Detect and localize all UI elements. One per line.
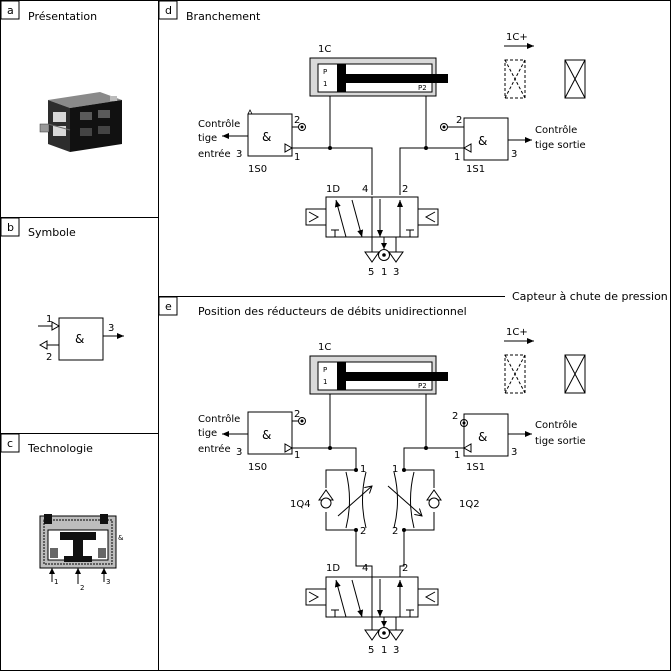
throttle-1q2: 1 2 1Q2 (387, 464, 480, 560)
svg-text:3: 3 (108, 323, 114, 334)
svg-text:3: 3 (393, 267, 399, 278)
svg-text:entrée: entrée (198, 148, 231, 160)
svg-text:3: 3 (236, 447, 242, 458)
panel-b-header: b Symbole (0, 217, 76, 239)
panel-a-header: a Présentation (0, 0, 97, 23)
svg-text:1: 1 (381, 267, 387, 278)
svg-text:entrée: entrée (198, 443, 231, 455)
panel-e-header: e Position des réducteurs de débits unid… (158, 296, 467, 318)
svg-text:1: 1 (54, 578, 58, 586)
svg-text:tige: tige (198, 428, 217, 439)
svg-text:e: e (165, 300, 172, 313)
svg-text:1: 1 (360, 464, 366, 475)
svg-text:5: 5 (368, 267, 374, 278)
svg-text:2: 2 (452, 411, 458, 422)
svg-text:&: & (262, 130, 271, 144)
sensor-1s0-label: 1S0 (248, 164, 267, 175)
cylinder-label-e: 1C (318, 342, 331, 353)
svg-text:3: 3 (511, 447, 517, 458)
sensor-1s1 (463, 117, 509, 161)
svg-text:&: & (478, 134, 487, 148)
svg-text:Contrôle: Contrôle (198, 118, 240, 130)
sensor-1s1-label-e: 1S1 (466, 462, 485, 473)
svg-text:1C+: 1C+ (506, 32, 528, 43)
valve-label-e: 1D (326, 563, 340, 574)
product-photo (39, 92, 122, 152)
svg-text:2: 2 (46, 352, 52, 363)
svg-text:3: 3 (236, 149, 242, 160)
svg-text:1: 1 (454, 450, 460, 461)
and-symbol: & 1 2 3 (38, 314, 124, 363)
svg-text:&: & (118, 534, 124, 542)
throttle-1q2-label: 1Q2 (459, 499, 480, 510)
svg-text:b: b (7, 221, 14, 234)
cylinder-label: 1C (318, 44, 331, 55)
svg-text:d: d (165, 4, 172, 17)
svg-text:1: 1 (454, 152, 460, 163)
svg-text:2: 2 (402, 184, 408, 195)
svg-text:1: 1 (392, 464, 398, 475)
panel-a-title: Présentation (28, 10, 97, 23)
panel-b-title: Symbole (28, 226, 76, 239)
sensor-1s1-label: 1S1 (466, 164, 485, 175)
svg-text:tige: tige (198, 133, 217, 144)
svg-text:1: 1 (323, 80, 327, 88)
svg-text:5: 5 (368, 645, 374, 656)
svg-text:1C+: 1C+ (506, 327, 528, 338)
technology-section: & 1 2 3 (39, 514, 124, 592)
svg-text:2: 2 (360, 526, 366, 537)
sensor-1s0-label-e: 1S0 (248, 462, 267, 473)
svg-text:1: 1 (323, 378, 327, 386)
svg-text:3: 3 (393, 645, 399, 656)
panel-d-header: d Branchement (158, 0, 261, 23)
svg-text:3: 3 (106, 578, 110, 586)
svg-text:4: 4 (362, 563, 368, 574)
svg-text:&: & (478, 430, 487, 444)
svg-text:&: & (75, 332, 84, 346)
svg-text:Contrôle: Contrôle (535, 124, 577, 136)
svg-text:tige sortie: tige sortie (535, 140, 586, 151)
svg-text:1: 1 (381, 645, 387, 656)
panel-c-header: c Technologie (0, 433, 93, 455)
circuit-d: 1C P 1 P2 1C+ & 2 1 3 Cont (198, 32, 586, 278)
svg-text:1: 1 (46, 314, 52, 325)
svg-text:2: 2 (402, 563, 408, 574)
svg-text:&: & (262, 428, 271, 442)
panel-d-title: Branchement (186, 10, 261, 23)
svg-text:2: 2 (294, 409, 300, 420)
circuit-e: 1C P 1 P2 1C+ & 2 1 3 Contrôle (198, 327, 586, 656)
svg-text:P: P (323, 68, 327, 76)
svg-text:P2: P2 (418, 382, 427, 390)
throttle-1q4-label: 1Q4 (290, 499, 311, 510)
svg-text:1: 1 (294, 152, 300, 163)
panel-e-title: Position des réducteurs de débits unidir… (198, 305, 467, 318)
callout-label: Capteur à chute de pression (512, 290, 668, 303)
svg-text:2: 2 (392, 526, 398, 537)
svg-text:Contrôle: Contrôle (535, 419, 577, 431)
svg-text:2: 2 (294, 115, 300, 126)
panel-c-title: Technologie (27, 442, 93, 455)
valve-label: 1D (326, 184, 340, 195)
svg-text:2: 2 (456, 115, 462, 126)
svg-text:4: 4 (362, 184, 368, 195)
svg-text:P2: P2 (418, 84, 427, 92)
svg-text:tige sortie: tige sortie (535, 436, 586, 447)
svg-text:2: 2 (80, 584, 84, 592)
svg-text:P: P (323, 366, 327, 374)
svg-text:Contrôle: Contrôle (198, 413, 240, 425)
svg-text:3: 3 (511, 149, 517, 160)
svg-text:a: a (7, 4, 14, 17)
svg-text:c: c (7, 437, 13, 450)
svg-text:1: 1 (294, 450, 300, 461)
throttle-1q4: 1 2 1Q4 (290, 464, 372, 560)
